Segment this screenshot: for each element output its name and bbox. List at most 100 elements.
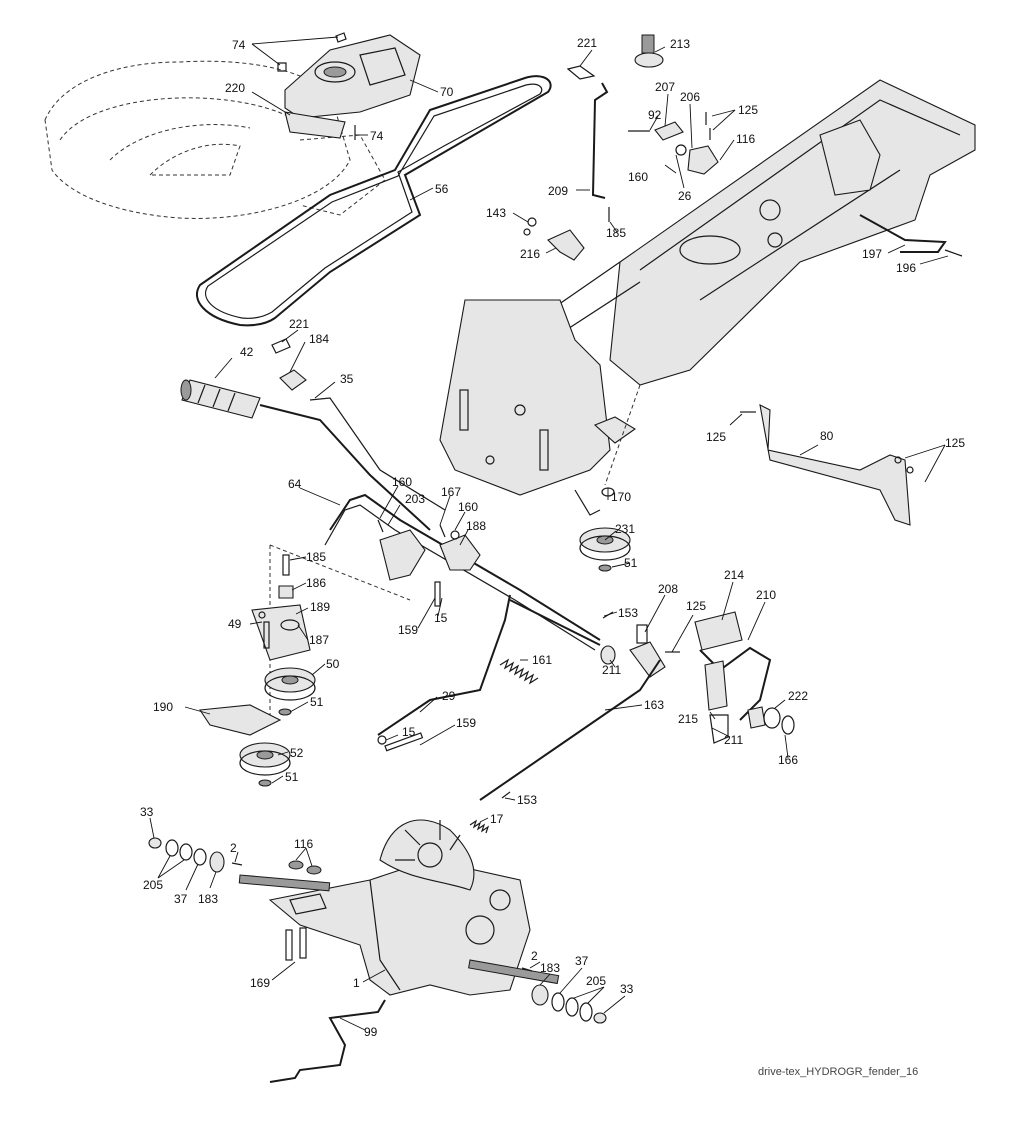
callout-159: 159	[456, 716, 476, 730]
callout-231: 231	[615, 522, 635, 536]
knob-213	[634, 34, 664, 68]
callout-51: 51	[285, 770, 299, 784]
callout-189: 189	[310, 600, 330, 614]
callout-116: 116	[294, 837, 313, 851]
callout-207: 207	[655, 80, 675, 94]
callout-186: 186	[306, 576, 326, 590]
callout-26: 26	[678, 189, 692, 203]
callout-52: 52	[290, 746, 304, 760]
clip-221-top	[566, 65, 596, 80]
callout-125: 125	[706, 430, 726, 444]
callout-183: 183	[540, 961, 560, 975]
callout-37: 37	[174, 892, 188, 906]
callout-220: 220	[225, 81, 245, 95]
callout-35: 35	[340, 372, 354, 386]
callout-211: 211	[724, 733, 743, 747]
callout-208: 208	[658, 582, 678, 596]
callout-2: 2	[531, 949, 538, 963]
callout-33: 33	[620, 982, 634, 996]
brake-shaft	[509, 599, 680, 678]
callout-190: 190	[153, 700, 173, 714]
callout-153: 153	[517, 793, 537, 807]
callout-92: 92	[648, 108, 662, 122]
callout-160: 160	[628, 170, 648, 184]
cotter-pins-160	[377, 519, 460, 540]
callout-1: 1	[353, 976, 360, 990]
callout-99: 99	[364, 1025, 378, 1039]
callout-161: 161	[532, 653, 552, 667]
idler-bracket-189	[251, 554, 311, 661]
callout-50: 50	[326, 657, 340, 671]
callout-33: 33	[140, 805, 154, 819]
drive-belt-56	[195, 75, 552, 327]
callout-206: 206	[680, 90, 700, 104]
callout-196: 196	[896, 261, 916, 275]
control-shaft-64	[269, 493, 601, 720]
callout-187: 187	[309, 633, 329, 647]
callout-170: 170	[611, 490, 631, 504]
callout-169: 169	[250, 976, 270, 990]
callout-160: 160	[392, 475, 412, 489]
pedal-214-215	[694, 611, 795, 744]
callout-185: 185	[606, 226, 626, 240]
callout-42: 42	[240, 345, 254, 359]
seat-outline	[44, 60, 386, 219]
brackets-207-206	[628, 112, 719, 175]
screw-74-top	[277, 32, 356, 140]
wheel-spacers-left	[148, 837, 243, 873]
callout-211: 211	[602, 663, 621, 677]
callout-203: 203	[405, 492, 425, 506]
callout-17: 17	[490, 812, 504, 826]
callout-15: 15	[434, 611, 448, 625]
spring-161	[499, 658, 539, 685]
wheel-spacers-right	[521, 967, 607, 1024]
callout-125: 125	[686, 599, 706, 613]
callout-209: 209	[548, 184, 568, 198]
callout-125: 125	[945, 436, 965, 450]
transaxle-1	[238, 819, 560, 996]
hand-grip-42	[180, 379, 261, 419]
bracket-190	[199, 704, 282, 736]
drawing-caption: drive-tex_HYDROGR_fender_16	[758, 1066, 918, 1078]
callout-188: 188	[466, 519, 486, 533]
callout-185: 185	[306, 550, 326, 564]
clip-221-and-knob-184	[271, 338, 307, 391]
callout-143: 143	[486, 206, 506, 220]
pulley-50	[264, 667, 316, 701]
pulley-52	[239, 708, 292, 787]
callout-80: 80	[820, 429, 834, 443]
callout-51: 51	[310, 695, 324, 709]
callout-74: 74	[232, 38, 246, 52]
rod-209	[591, 82, 609, 199]
bracket-80	[740, 404, 914, 526]
callout-215: 215	[678, 712, 698, 726]
callout-2: 2	[230, 841, 237, 855]
callout-49: 49	[228, 617, 242, 631]
callout-166: 166	[778, 753, 798, 767]
cable-163	[479, 659, 661, 801]
callout-15: 15	[402, 725, 416, 739]
callout-216: 216	[520, 247, 540, 261]
callout-70: 70	[440, 85, 454, 99]
callout-197: 197	[862, 247, 882, 261]
callout-153: 153	[618, 606, 638, 620]
callout-labels: 74 220 70 74 56 221 213 92 207 206 125 1…	[140, 36, 965, 1039]
spring-17	[469, 791, 511, 834]
callout-213: 213	[670, 37, 690, 51]
fender-part-70	[284, 34, 421, 119]
callout-205: 205	[586, 974, 606, 988]
callout-184: 184	[309, 332, 329, 346]
callout-37: 37	[575, 954, 589, 968]
rod-99	[269, 999, 386, 1083]
rod-29	[377, 581, 511, 752]
callout-222: 222	[788, 689, 808, 703]
callout-163: 163	[644, 698, 664, 712]
leader-lines	[149, 36, 949, 1031]
callout-160: 160	[458, 500, 478, 514]
control-rod-35	[259, 397, 446, 531]
callout-210: 210	[756, 588, 776, 602]
callout-51: 51	[624, 556, 638, 570]
callout-125: 125	[738, 103, 758, 117]
fender-trim-220	[284, 111, 346, 139]
